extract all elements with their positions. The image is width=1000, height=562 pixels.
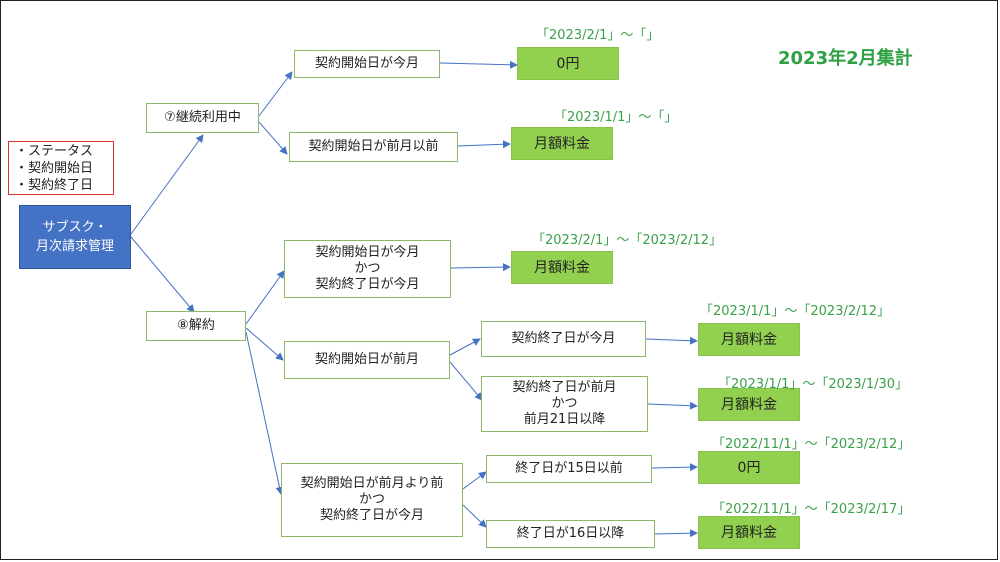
result-monthly-fee-1: 月額料金 — [511, 127, 613, 160]
edge-start-before-end16 — [462, 504, 487, 528]
range-label-1: 「2023/2/1」～「」 — [536, 28, 660, 43]
edge-start-before-end15 — [462, 471, 487, 490]
node-end-last-month-after-21: 契約終了日が前月 かつ 前月21日以降 — [481, 376, 648, 432]
edge-start-end-this-r3 — [450, 263, 511, 272]
result-zero-2: 0円 — [698, 451, 800, 484]
node-start-before-last-month-end-this: 契約開始日が前月より前 かつ 契約終了日が今月 — [281, 463, 463, 537]
range-label-3: 「2023/2/1」～「2023/2/12」 — [532, 233, 723, 248]
node-end-after-16th: 終了日が16日以降 — [486, 520, 655, 548]
node-end-this-month: 契約終了日が今月 — [481, 321, 646, 357]
edge-end-last-r5 — [647, 401, 698, 410]
edge-start-before-last-r2 — [457, 140, 511, 149]
node-start-this-month: 契約開始日が今月 — [294, 50, 440, 78]
root-node-subscription: サブスク・ 月次請求管理 — [19, 205, 131, 269]
node-kaiyaku: ⑧解約 — [146, 311, 246, 341]
edge-end16-r7 — [654, 529, 698, 538]
result-zero-1: 0円 — [517, 47, 619, 80]
edge-keizoku-start-this — [258, 71, 293, 117]
range-label-5: 「2023/1/1」～「2023/1/30」 — [718, 377, 909, 392]
attribute-legend: ・ステータス ・契約開始日 ・契約終了日 — [8, 141, 114, 195]
result-monthly-fee-4: 月額料金 — [698, 388, 800, 421]
result-monthly-fee-3: 月額料金 — [698, 323, 800, 356]
page-title: 2023年2月集計 — [778, 48, 913, 69]
result-monthly-fee-5: 月額料金 — [698, 516, 800, 549]
node-start-last-month: 契約開始日が前月 — [284, 341, 450, 379]
range-label-6: 「2022/11/1」～「2023/2/12」 — [712, 437, 911, 452]
range-label-2: 「2023/1/1」～「」 — [554, 110, 678, 125]
edge-start-last-end-last — [449, 361, 483, 401]
edge-end15-r6 — [651, 463, 698, 472]
node-keizoku: ⑦継続利用中 — [146, 103, 259, 133]
edge-kaiyaku-start-end-this — [245, 270, 285, 325]
range-label-7: 「2022/11/1」～「2023/2/17」 — [712, 502, 911, 517]
node-end-before-15th: 終了日が15日以前 — [486, 455, 652, 483]
edge-start-this-r1 — [439, 60, 518, 69]
edge-start-last-end-this — [449, 338, 481, 356]
edge-end-this-r4 — [645, 336, 698, 345]
result-monthly-fee-2: 月額料金 — [511, 251, 613, 284]
node-start-end-this-month: 契約開始日が今月 かつ 契約終了日が今月 — [284, 240, 451, 298]
range-label-4: 「2023/1/1」～「2023/2/12」 — [700, 304, 891, 319]
edge-root-kaiyaku — [130, 236, 195, 313]
edge-kaiyaku-start-before — [245, 331, 284, 495]
edge-keizoku-start-before-last — [258, 121, 288, 155]
edge-root-keizoku — [130, 134, 204, 235]
node-start-before-last-month: 契約開始日が前月以前 — [289, 132, 458, 162]
edge-kaiyaku-start-last — [245, 327, 284, 361]
